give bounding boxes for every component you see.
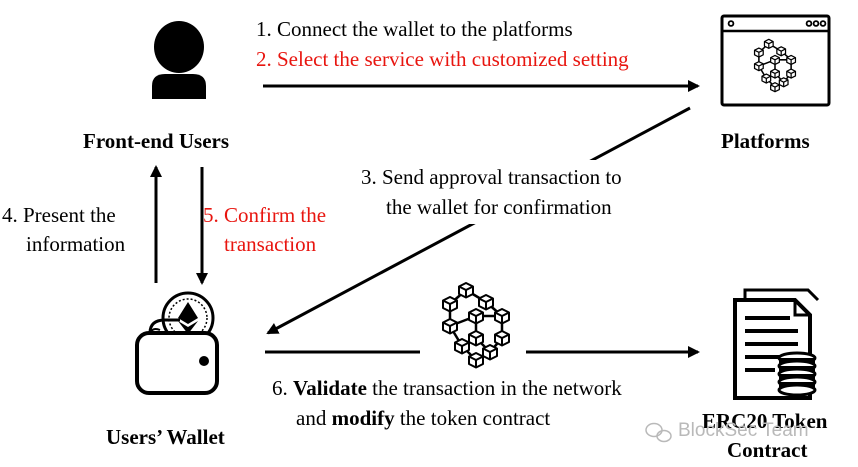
step6-validate-keyword: Validate (293, 376, 367, 400)
step3-backdrop (356, 160, 674, 224)
wechat-icon (645, 422, 672, 443)
step6-line1-rest: the transaction in the network (366, 376, 622, 400)
step4-label-line2: information (26, 232, 126, 256)
erc20-contract-label-line1: ERC20 Token (702, 409, 828, 433)
user-icon (152, 21, 206, 99)
step2-label: 2. Select the service with customized se… (256, 47, 629, 71)
step6-label-line2: and modify the token contract (296, 404, 550, 433)
users-wallet-label: Users’ Wallet (106, 425, 225, 449)
step3-label-line1: 3. Send approval transaction to (361, 165, 622, 189)
blockchain-network-icon (442, 282, 510, 369)
platform-browser-icon (720, 14, 831, 107)
step6-prefix: 6. (272, 376, 293, 400)
blockchain-network-icon (753, 38, 797, 93)
front-end-users-label: Front-end Users (83, 129, 230, 153)
watermark-text: BlockSec Team (678, 420, 809, 441)
erc20-contract-label-line2: Contract (727, 438, 808, 462)
step6-label-line1: 6. Validate the transaction in the netwo… (272, 374, 622, 403)
step3-label-line2: the wallet for confirmation (386, 195, 612, 219)
step1-label: 1. Connect the wallet to the platforms (256, 17, 573, 41)
step6-line2-rest: the token contract (394, 406, 551, 430)
step4-label-line1: 4. Present the (2, 203, 116, 227)
step5-label-line2: transaction (224, 232, 317, 256)
coin-stack-icon (777, 351, 817, 397)
step5-label-line1: 5. Confirm the (203, 203, 327, 227)
step6-line2-start: and (296, 406, 332, 430)
wallet-icon (135, 291, 219, 395)
platforms-label: Platforms (721, 129, 810, 153)
step6-modify-keyword: modify (331, 406, 395, 430)
